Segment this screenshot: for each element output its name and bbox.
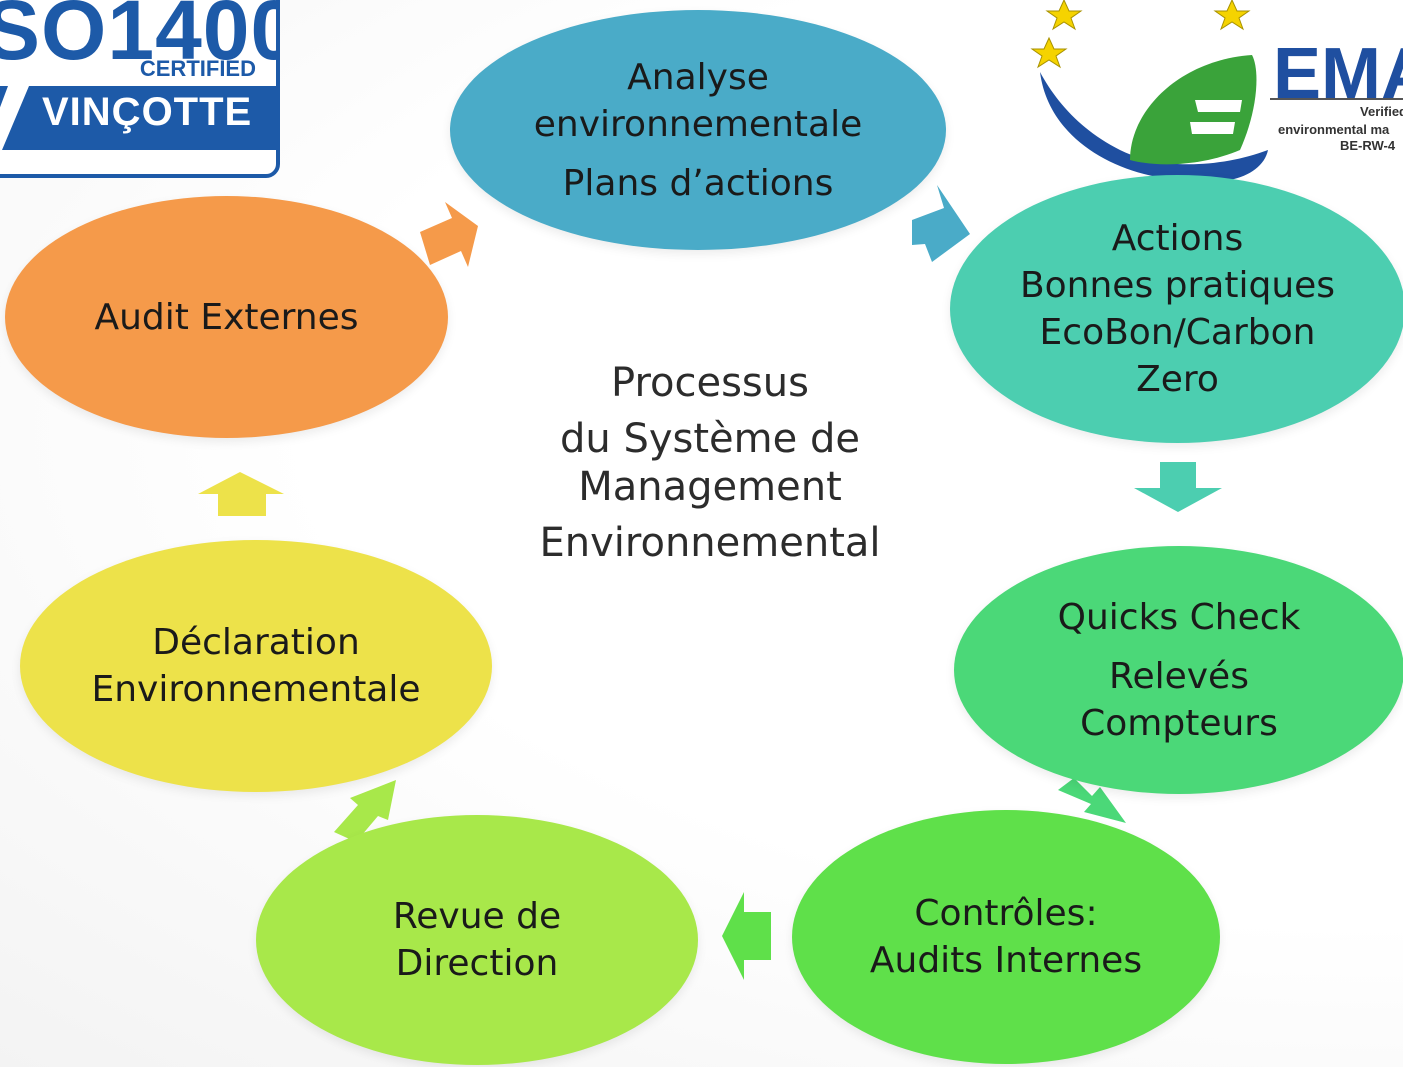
- arrow-controles-to-revue: [722, 892, 771, 980]
- node-actions: Actions Bonnes pratiques EcoBon/Carbon Z…: [950, 175, 1403, 443]
- star-icon: [1213, 0, 1251, 31]
- iso-band: [0, 86, 276, 150]
- emas-blue-wave: [1040, 72, 1268, 182]
- node-actions-line: Zero: [1136, 359, 1219, 400]
- node-declaration-line: Environnementale: [91, 669, 421, 710]
- center-line: Processus: [611, 360, 809, 406]
- emas-logo: EMA Verified environmental ma BE-RW-4: [1020, 0, 1403, 190]
- node-quicks-line: Relevés: [1109, 655, 1249, 697]
- node-revue: Revue de Direction: [256, 815, 698, 1065]
- node-declaration-line: Déclaration: [152, 622, 360, 663]
- emas-registration: BE-RW-4: [1340, 138, 1396, 153]
- node-revue-line: Direction: [395, 943, 559, 984]
- node-controles-line: Contrôles:: [914, 893, 1098, 934]
- node-actions-line: EcoBon/Carbon: [1039, 312, 1316, 353]
- emas-e-mark: [1190, 100, 1242, 134]
- node-quicks-line: Quicks Check: [1057, 596, 1301, 638]
- center-line: Environnemental: [539, 520, 881, 566]
- node-actions-line: Actions: [1111, 218, 1244, 259]
- node-analyse: Analyse environnementale Plans d’actions: [450, 10, 946, 250]
- emas-subtitle: environmental ma: [1278, 122, 1390, 137]
- arrow-audit-to-analyse: [420, 202, 478, 267]
- emas-verified: Verified: [1360, 104, 1403, 119]
- iso14001-logo: SO14001 CERTIFIED VINÇOTTE: [0, 0, 280, 178]
- node-controles: Contrôles: Audits Internes: [792, 810, 1220, 1064]
- node-quicks: Quicks Check Relevés Compteurs: [954, 546, 1403, 794]
- node-audit: Audit Externes: [5, 196, 448, 438]
- node-analyse-line: Analyse: [627, 56, 769, 98]
- arrow-actions-to-quicks: [1134, 462, 1222, 512]
- center-line: Management: [578, 464, 842, 510]
- star-icon: [1045, 0, 1083, 31]
- node-controles-line: Audits Internes: [869, 940, 1143, 981]
- iso-certified-label: CERTIFIED: [139, 56, 256, 81]
- arrow-declaration-to-audit: [198, 472, 284, 516]
- emas-green-leaf: [1130, 55, 1257, 165]
- iso-number: SO14001: [0, 0, 276, 77]
- arrow-quicks-to-controles: [1058, 778, 1126, 823]
- node-declaration: Déclaration Environnementale: [20, 540, 492, 792]
- node-analyse-line: environnementale: [533, 103, 863, 145]
- node-quicks-line: Compteurs: [1080, 702, 1278, 744]
- diagram-center-title: Processus du Système de Management Envir…: [510, 355, 910, 571]
- center-line: du Système de: [560, 416, 860, 462]
- node-audit-line: Audit Externes: [94, 296, 359, 338]
- node-revue-line: Revue de: [392, 896, 562, 937]
- emas-emblem-icon: [1030, 0, 1268, 182]
- arrow-analyse-to-actions: [912, 185, 970, 262]
- arrow-revue-to-declaration: [334, 780, 396, 842]
- node-actions-line: Bonnes pratiques: [1019, 265, 1336, 306]
- iso-certifier: VINÇOTTE: [42, 90, 253, 134]
- star-icon: [1030, 36, 1068, 69]
- node-analyse-line: Plans d’actions: [562, 162, 834, 204]
- emas-divider: [1270, 98, 1403, 100]
